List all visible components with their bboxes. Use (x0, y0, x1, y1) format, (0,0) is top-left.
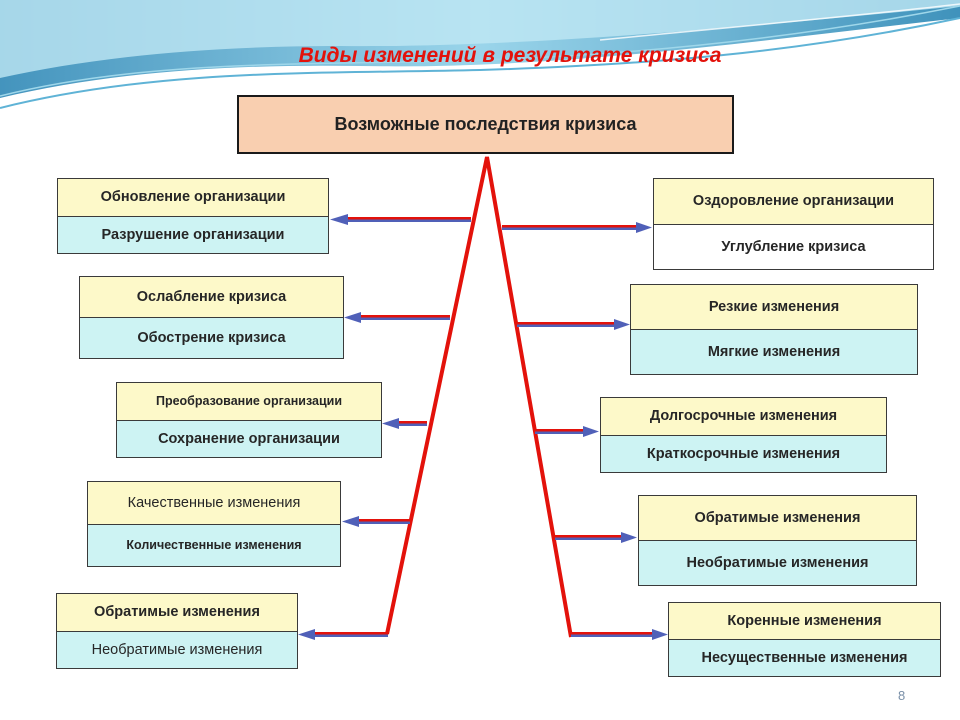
right-box-3-top: Долгосрочные изменения (601, 398, 886, 436)
right-box-5-top: Коренные изменения (669, 603, 940, 640)
right-box-2: Резкие изменения Мягкие изменения (630, 284, 918, 375)
left-box-2-bottom: Обострение кризиса (80, 318, 343, 358)
left-box-1-bottom: Разрушение организации (58, 216, 328, 253)
left-box-4: Качественные изменения Количественные из… (87, 481, 341, 567)
left-box-3-bottom: Сохранение организации (117, 420, 381, 457)
right-arrow (517, 319, 630, 330)
right-box-4: Обратимые изменения Необратимые изменени… (638, 495, 917, 586)
left-arrow (342, 516, 410, 527)
right-box-1-bottom: Углубление кризиса (654, 224, 933, 269)
diagram-head-box: Возможные последствия кризиса (237, 95, 734, 154)
left-arrow (298, 629, 388, 640)
right-arrow (555, 532, 637, 543)
page-number: 8 (898, 688, 906, 703)
right-box-4-bottom: Необратимые изменения (639, 541, 916, 585)
left-arrow (330, 214, 471, 225)
slide-title: Виды изменений в результате кризиса (298, 44, 722, 67)
right-box-2-bottom: Мягкие изменения (631, 330, 917, 374)
left-box-5-top: Обратимые изменения (57, 594, 297, 632)
right-arrow (502, 222, 652, 233)
right-box-3: Долгосрочные изменения Краткосрочные изм… (600, 397, 887, 473)
left-arrow (344, 312, 450, 323)
right-arrow (571, 629, 668, 640)
left-box-3-top: Преобразование организации (117, 383, 381, 421)
left-box-1-top: Обновление организации (58, 179, 328, 217)
right-arrow (535, 426, 599, 437)
left-box-2: Ослабление кризиса Обострение кризиса (79, 276, 344, 359)
left-box-2-top: Ослабление кризиса (80, 277, 343, 318)
right-box-5-bottom: Несущественные изменения (669, 640, 940, 676)
right-box-4-top: Обратимые изменения (639, 496, 916, 541)
trunk-line (385, 156, 573, 638)
left-arrow (382, 418, 427, 429)
left-box-5: Обратимые изменения Необратимые изменени… (56, 593, 298, 669)
right-box-5: Коренные изменения Несущественные измене… (668, 602, 941, 677)
left-box-4-top: Качественные изменения (88, 482, 340, 525)
right-box-3-bottom: Краткосрочные изменения (601, 435, 886, 472)
left-box-4-bottom: Количественные изменения (88, 524, 340, 566)
right-box-2-top: Резкие изменения (631, 285, 917, 330)
right-box-1: Оздоровление организации Углубление криз… (653, 178, 934, 270)
right-box-1-top: Оздоровление организации (654, 179, 933, 225)
left-box-3: Преобразование организации Сохранение ор… (116, 382, 382, 458)
left-box-5-bottom: Необратимые изменения (57, 631, 297, 668)
left-box-1: Обновление организации Разрушение органи… (57, 178, 329, 254)
